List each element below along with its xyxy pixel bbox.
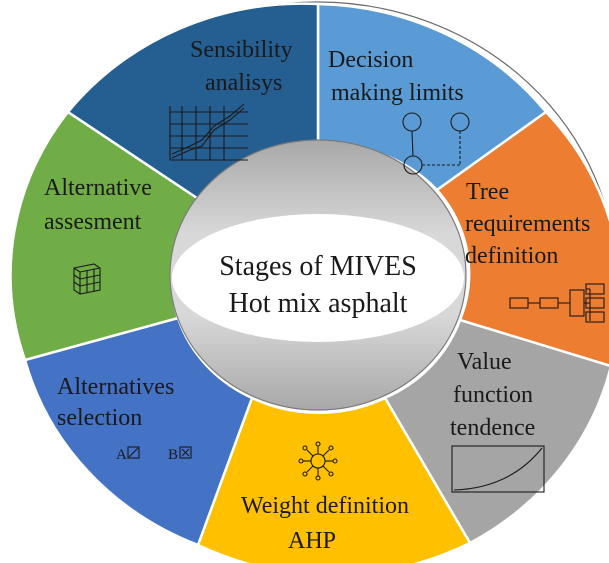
center-title-line1: Stages of MIVES [219, 251, 417, 282]
center-title-line2: Hot mix asphalt [229, 288, 408, 319]
label-value-line2: function [453, 382, 533, 408]
segment-value [383, 318, 609, 545]
label-tree-line1: Tree [466, 179, 509, 205]
label-assessment-line1: Alternative [44, 175, 152, 201]
label-value-line1: Value [457, 349, 512, 375]
option-b-label: B [168, 447, 178, 463]
option-b-checkbox-icon [179, 446, 192, 459]
label-selection-line1: Alternatives [57, 374, 174, 400]
label-sensibility-line1: Sensibility [190, 37, 293, 63]
cube-grid-icon [73, 263, 101, 295]
segment-weight [196, 396, 472, 563]
value-curve-icon [451, 445, 545, 493]
label-tree-line2: requirements [465, 211, 590, 237]
option-a-checkbox-icon [127, 446, 140, 459]
label-value-line3: tendence [450, 415, 535, 441]
label-selection-line2: selection [57, 405, 142, 431]
center-oval [172, 214, 464, 342]
label-weight-line2: AHP [288, 528, 336, 554]
label-assessment-line2: assesment [44, 209, 142, 235]
segment-selection [23, 316, 254, 547]
label-tree-line3: definition [465, 243, 558, 269]
option-a-label: A [116, 447, 127, 463]
label-decision-line2: making limits [331, 80, 464, 106]
label-sensibility-line2: analisys [205, 70, 282, 96]
label-decision-line1: Decision [328, 47, 413, 73]
tree-diagram-icon [509, 283, 605, 323]
label-weight-line1: Weight definition [241, 493, 409, 519]
checkbox-options-icon: A B [116, 446, 192, 463]
line-chart-icon [169, 103, 248, 161]
segment-tree [435, 110, 609, 367]
weight-network-icon [298, 441, 338, 481]
decision-nodes-icon [402, 112, 470, 175]
